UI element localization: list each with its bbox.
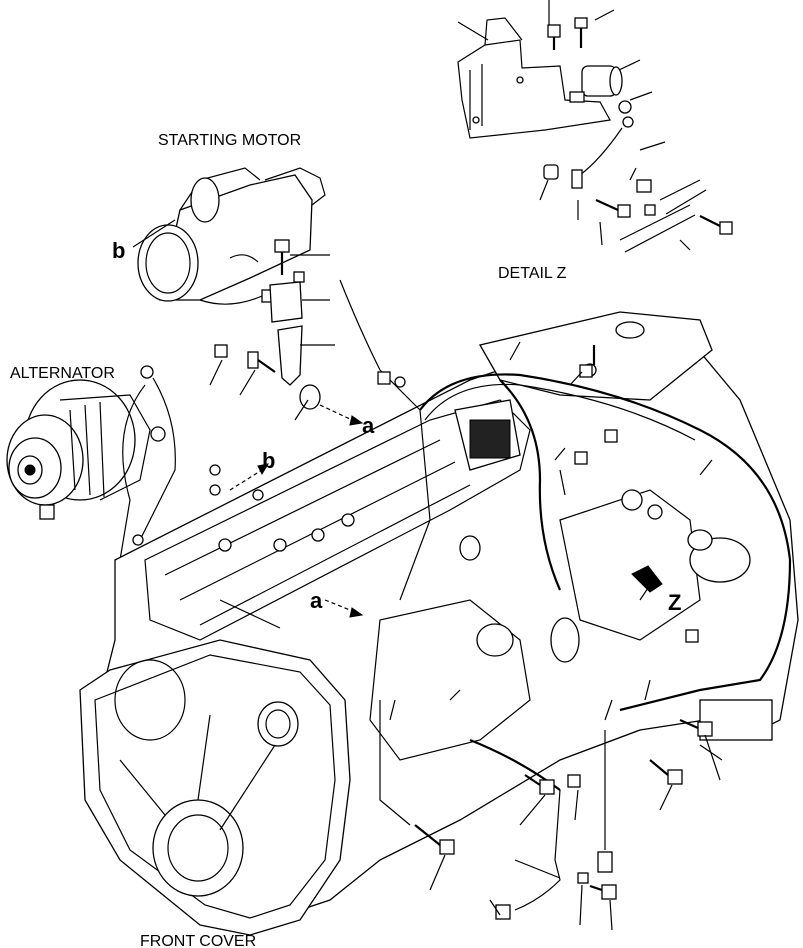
detail-z-assembly — [457, 0, 733, 253]
callout-arrows — [219, 404, 663, 629]
leader-lines — [209, 341, 723, 931]
alternator — [6, 365, 176, 578]
starting-motor-label: STARTING MOTOR — [158, 132, 301, 149]
detail-z-label: DETAIL Z — [498, 265, 567, 282]
loose-fasteners — [214, 344, 713, 900]
engine-block — [79, 311, 799, 936]
wiring-harness — [339, 279, 792, 920]
callout-b-mid: b — [262, 448, 275, 473]
callout-a-top: a — [362, 413, 375, 438]
starting-motor-bracket — [269, 239, 335, 386]
alternator-label: ALTERNATOR — [10, 365, 115, 382]
callout-b-left: b — [112, 238, 125, 263]
callout-z: Z — [668, 590, 681, 615]
starting-motor — [137, 167, 326, 305]
front-cover-label: FRONT COVER — [140, 933, 256, 948]
callout-a-bottom: a — [310, 588, 323, 613]
